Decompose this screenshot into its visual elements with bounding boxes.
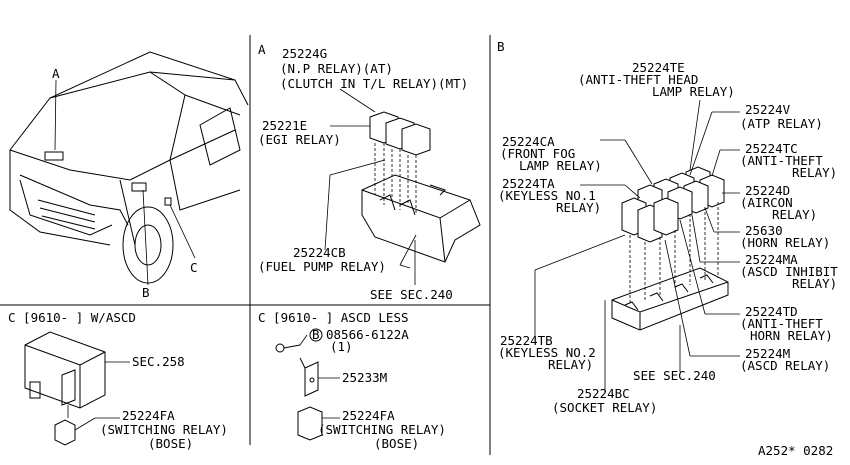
keyless1-part: 25224TA <box>502 176 555 191</box>
aircon-relay-desc: (AIRCON <box>740 195 793 210</box>
section-a-title: A <box>258 42 266 57</box>
ref-marker-b-text: B <box>312 327 320 342</box>
vehicle-label-c: C <box>190 260 198 275</box>
switching-relay-c2 <box>297 406 340 441</box>
section-b-see-sec: SEE SEC.240 <box>633 368 716 383</box>
ascd-inhibit-part: 25224MA <box>745 252 798 267</box>
socket-relay-part: 25224BC <box>577 386 630 401</box>
antitheft-horn-desc2: HORN RELAY) <box>750 328 833 343</box>
bolt-qty: (1) <box>330 339 353 354</box>
section-b-dashed-guides <box>629 202 719 305</box>
c1-switching-desc: (SWITCHING RELAY) <box>100 422 228 437</box>
horn-relay-desc: (HORN RELAY) <box>740 235 830 250</box>
section-b-title: B <box>497 39 505 54</box>
antitheft-relay-part: 25224TC <box>745 141 798 156</box>
panel-dividers <box>0 35 491 455</box>
antitheft-head-part: 25224TE <box>632 60 685 75</box>
section-a-relays <box>330 88 431 156</box>
aircon-relay-desc2: RELAY) <box>772 207 817 222</box>
keyless1-desc: (KEYLESS NO.1 <box>498 188 596 203</box>
keyless2-desc: (KEYLESS NO.2 <box>498 345 596 360</box>
keyless2-desc2: RELAY) <box>548 357 593 372</box>
c1-switching-part: 25224FA <box>122 408 175 423</box>
egi-relay-desc: (EGI RELAY) <box>258 132 341 147</box>
section-c1-title: C [9610- ] W/ASCD <box>8 310 136 325</box>
egi-relay-part: 25221E <box>262 118 307 133</box>
diagram-code: A252* 0282 <box>758 443 833 458</box>
bolt <box>275 334 308 353</box>
front-fog-desc2: LAMP RELAY) <box>519 158 602 173</box>
ref-marker-b <box>309 328 323 342</box>
keyless1-desc2: RELAY) <box>556 200 601 215</box>
switching-relay-c1 <box>54 417 120 446</box>
c2-switching-desc: (SWITCHING RELAY) <box>318 422 446 437</box>
section-b-relay-cluster <box>621 166 725 243</box>
section-a-dashed-guides <box>374 143 417 215</box>
section-b-leader-lines <box>534 99 740 393</box>
ascd-relay-desc: (ASCD RELAY) <box>740 358 830 373</box>
np-relay-part: 25224G <box>282 46 327 61</box>
socket-relay-desc: (SOCKET RELAY) <box>552 400 657 415</box>
fuel-pump-relay-part: 25224CB <box>293 245 346 260</box>
np-relay-desc: (N.P RELAY)(AT) <box>280 61 393 76</box>
section-b-socket-base <box>611 267 729 331</box>
fuel-pump-relay-desc: (FUEL PUMP RELAY) <box>258 259 386 274</box>
front-fog-desc: (FRONT FOG <box>500 146 575 161</box>
antitheft-relay-desc2: RELAY) <box>792 165 837 180</box>
c2-switching-part: 25224FA <box>342 408 395 423</box>
c1-switching-bose: (BOSE) <box>148 436 193 451</box>
antitheft-relay-desc: (ANTI-THEFT <box>740 153 823 168</box>
section-c2: C [9610- ] ASCD LESS B 08566-6122A (1) 2… <box>258 310 446 451</box>
ascd-inhibit-desc: (ASCD INHIBIT <box>740 264 838 279</box>
c2-switching-bose: (BOSE) <box>374 436 419 451</box>
vehicle-label-b: B <box>142 285 150 300</box>
section-c2-title: C [9610- ] ASCD LESS <box>258 310 409 325</box>
section-a-relay-box <box>361 174 481 263</box>
vehicle-illustration: A B C <box>9 51 249 300</box>
control-unit <box>24 331 106 418</box>
atp-relay-part: 25224V <box>745 102 791 117</box>
front-fog-part: 25224CA <box>502 134 555 149</box>
bracket-part: 25233M <box>342 370 387 385</box>
horn-relay-part: 25630 <box>745 223 783 238</box>
clutch-relay-desc: (CLUTCH IN T/L RELAY)(MT) <box>280 76 468 91</box>
section-c1: C [9610- ] W/ASCD SEC.258 25224FA (SWITC… <box>8 310 228 451</box>
ascd-relay-part: 25224M <box>745 346 790 361</box>
keyless2-part: 25224TB <box>500 333 553 348</box>
bracket <box>299 357 340 397</box>
atp-relay-desc: (ATP RELAY) <box>740 116 823 131</box>
bolt-part: 08566-6122A <box>326 327 409 342</box>
section-b: B 25224TE (ANTI-THEFT HEAD LAMP RELAY) 2… <box>497 39 838 415</box>
section-a-see-sec: SEE SEC.240 <box>370 287 453 302</box>
sec258-label: SEC.258 <box>132 354 185 369</box>
ascd-inhibit-desc2: RELAY) <box>792 276 837 291</box>
antitheft-head-desc: (ANTI-THEFT HEAD <box>578 72 698 87</box>
vehicle-label-a: A <box>52 66 60 81</box>
section-a: A 25224G (N.P RELAY)(AT) (CLUTCH IN T/L … <box>258 42 481 302</box>
antitheft-head-desc2: LAMP RELAY) <box>652 84 735 99</box>
antitheft-horn-desc: (ANTI-THEFT <box>740 316 823 331</box>
antitheft-horn-part: 25224TD <box>745 304 798 319</box>
aircon-relay-part: 25224D <box>745 183 790 198</box>
